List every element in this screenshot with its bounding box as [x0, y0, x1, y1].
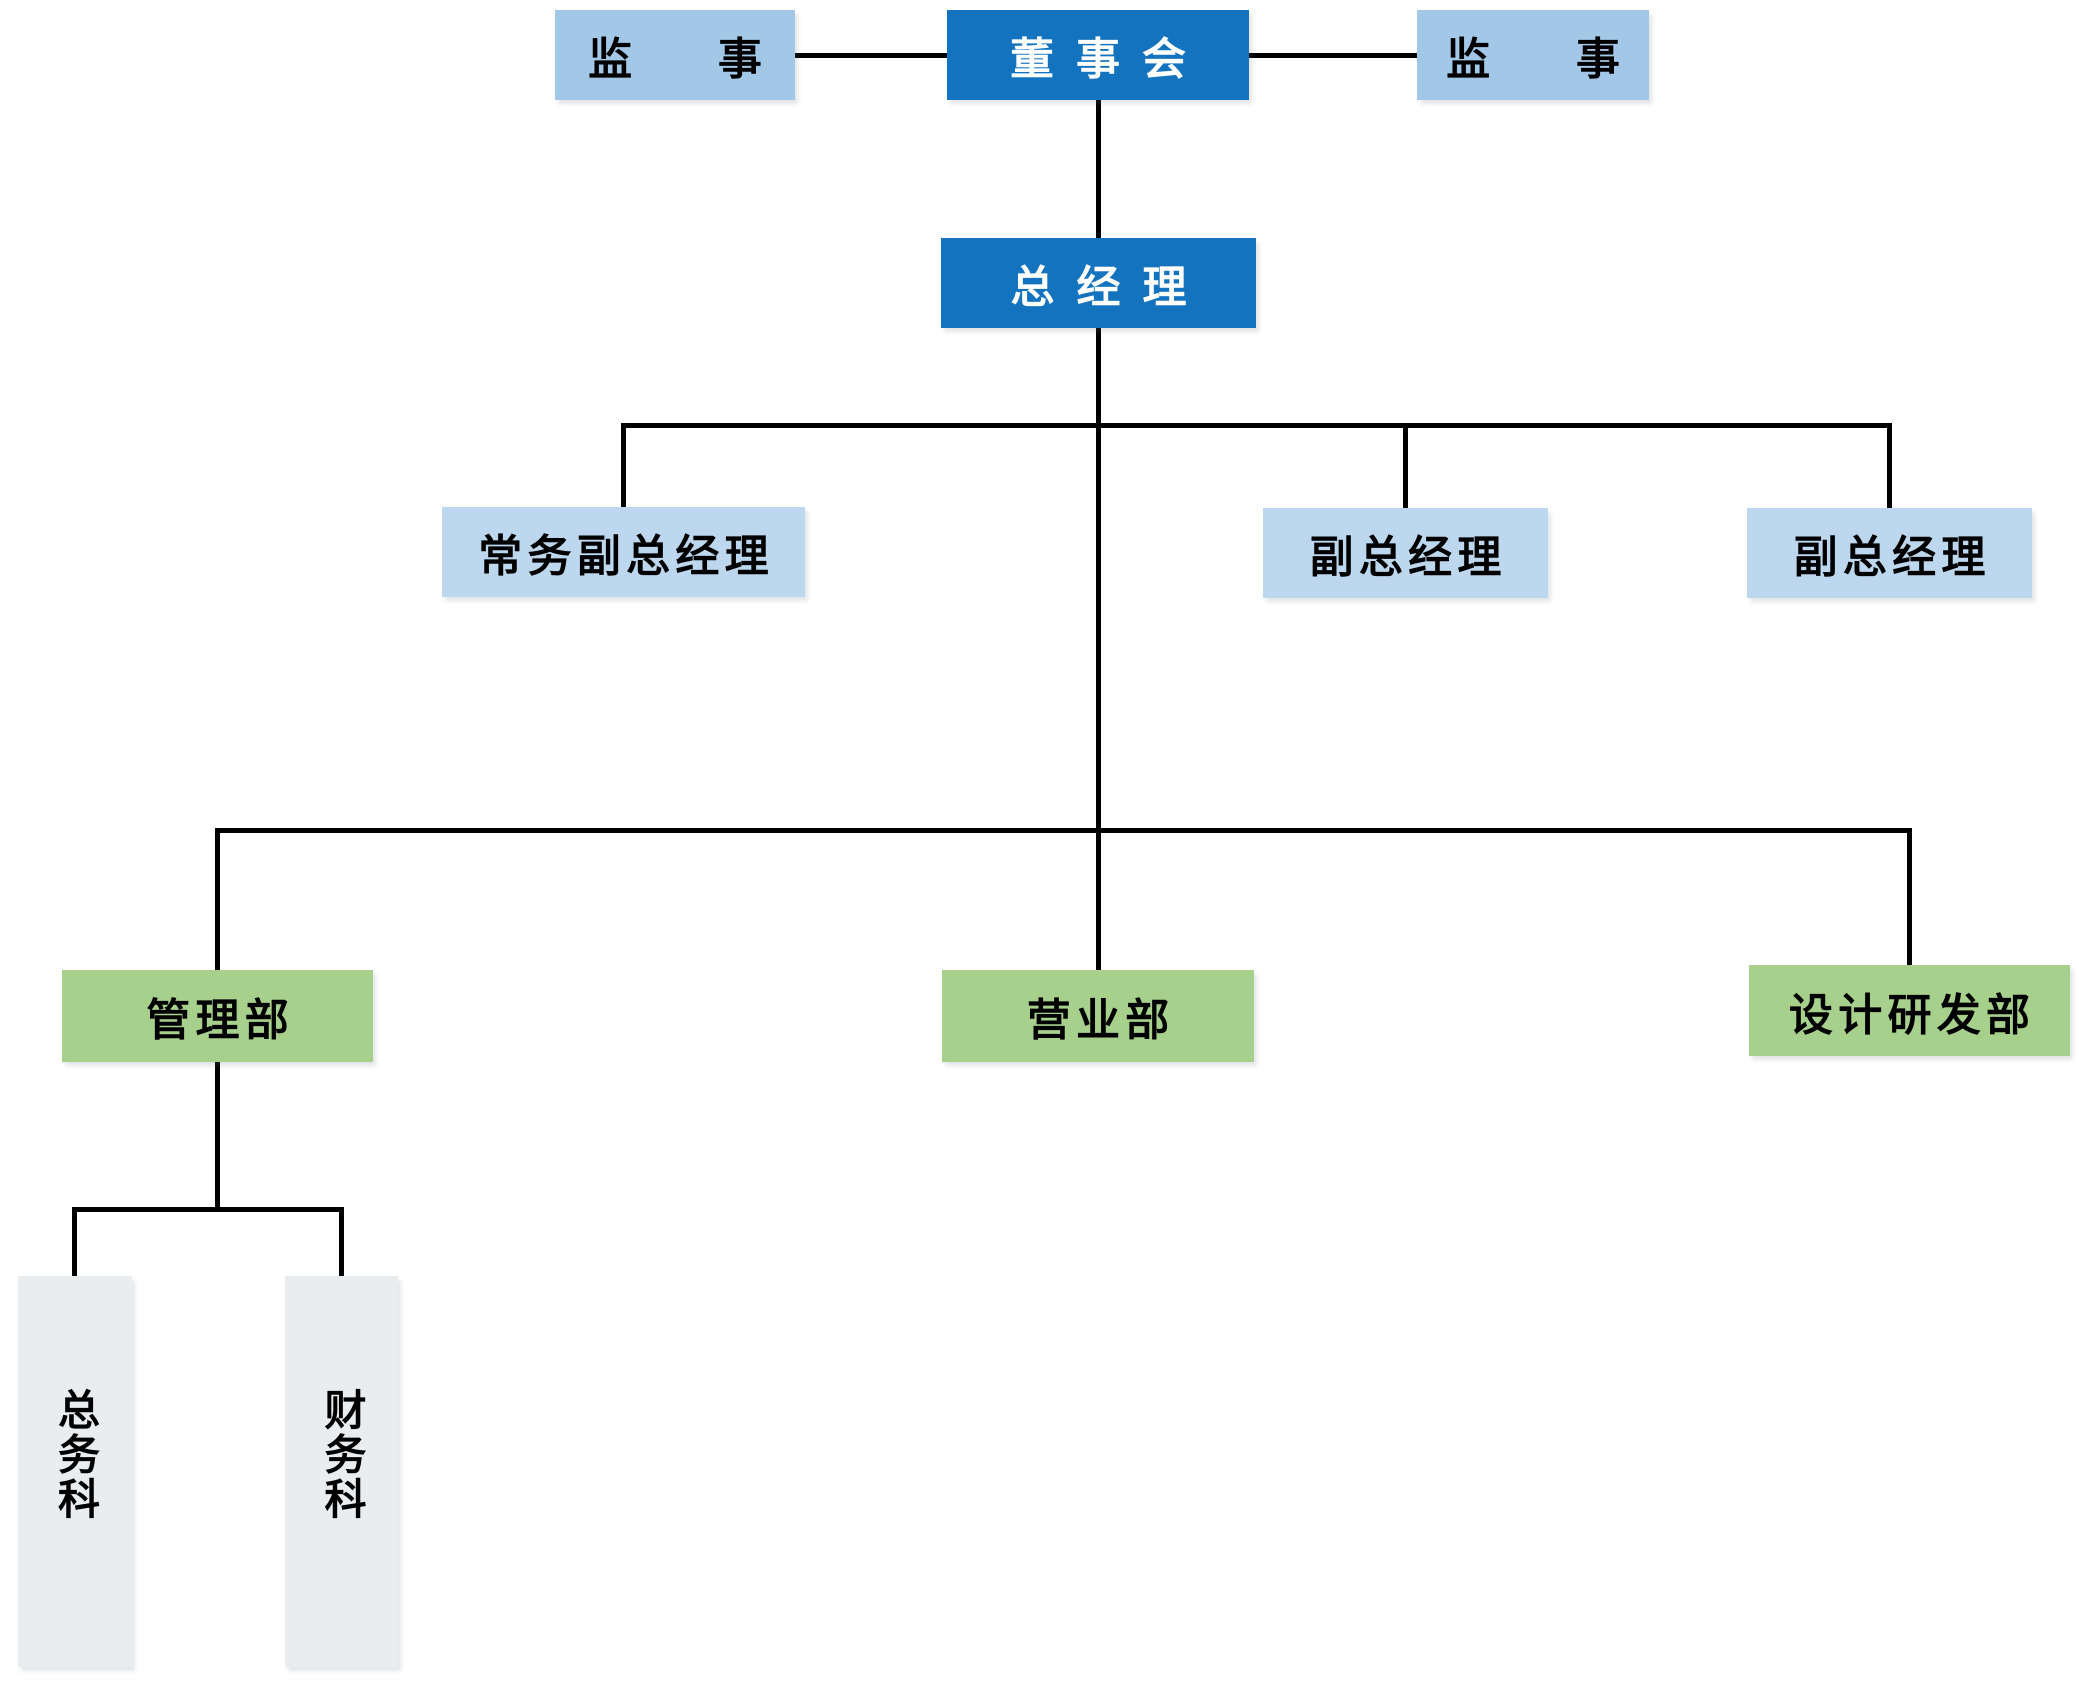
node-executive-deputy-gm-label: 常务副总经理	[478, 532, 774, 581]
connector-drop-deputy-gm-2	[1887, 423, 1892, 513]
connector-drop-design-rd-dept	[1907, 828, 1912, 970]
node-finance-section-label: 财务科	[318, 1388, 364, 1522]
connector-rail-vice-managers	[621, 423, 1892, 428]
node-management-dept-label: 管理部	[146, 996, 295, 1045]
node-deputy-gm-1-label: 副总经理	[1309, 533, 1507, 582]
connector-drop-management-dept	[215, 828, 220, 975]
connector-rail-departments	[215, 828, 1912, 833]
node-design-rd-dept: 设计研发部	[1749, 965, 2070, 1056]
node-sales-dept-label: 营业部	[1026, 996, 1175, 1045]
node-supervisor-right: 监 事	[1417, 10, 1649, 100]
node-board: 董事会	[947, 10, 1249, 100]
connector-supervisor-left-board	[793, 53, 949, 58]
connector-drop-executive-deputy-gm	[621, 423, 626, 512]
node-supervisor-left-label: 监 事	[588, 35, 800, 84]
node-deputy-gm-2: 副总经理	[1747, 508, 2032, 598]
connector-rail-sections	[72, 1207, 344, 1212]
node-general-affairs-section: 总务科	[18, 1276, 132, 1667]
node-general-affairs-section-label: 总务科	[51, 1388, 98, 1522]
connector-management-trunk	[215, 1062, 220, 1212]
connector-board-gm	[1096, 100, 1101, 240]
node-sales-dept: 营业部	[942, 970, 1254, 1062]
connector-drop-general-affairs	[72, 1207, 77, 1281]
connector-gm-trunk	[1096, 328, 1101, 975]
node-supervisor-left: 监 事	[555, 10, 795, 100]
node-board-label: 董事会	[1010, 35, 1208, 84]
node-supervisor-right-label: 监 事	[1446, 35, 1658, 84]
node-executive-deputy-gm: 常务副总经理	[442, 507, 805, 597]
node-management-dept: 管理部	[62, 970, 373, 1062]
connector-board-supervisor-right	[1247, 53, 1419, 58]
connector-drop-deputy-gm-1	[1403, 423, 1408, 513]
node-deputy-gm-2-label: 副总经理	[1793, 533, 1991, 582]
connector-drop-finance	[339, 1207, 344, 1281]
node-general-manager: 总经理	[941, 238, 1256, 328]
node-deputy-gm-1: 副总经理	[1263, 508, 1548, 598]
node-general-manager-label: 总经理	[1010, 263, 1209, 312]
node-finance-section: 财务科	[285, 1276, 398, 1667]
node-design-rd-dept-label: 设计研发部	[1788, 990, 2036, 1040]
